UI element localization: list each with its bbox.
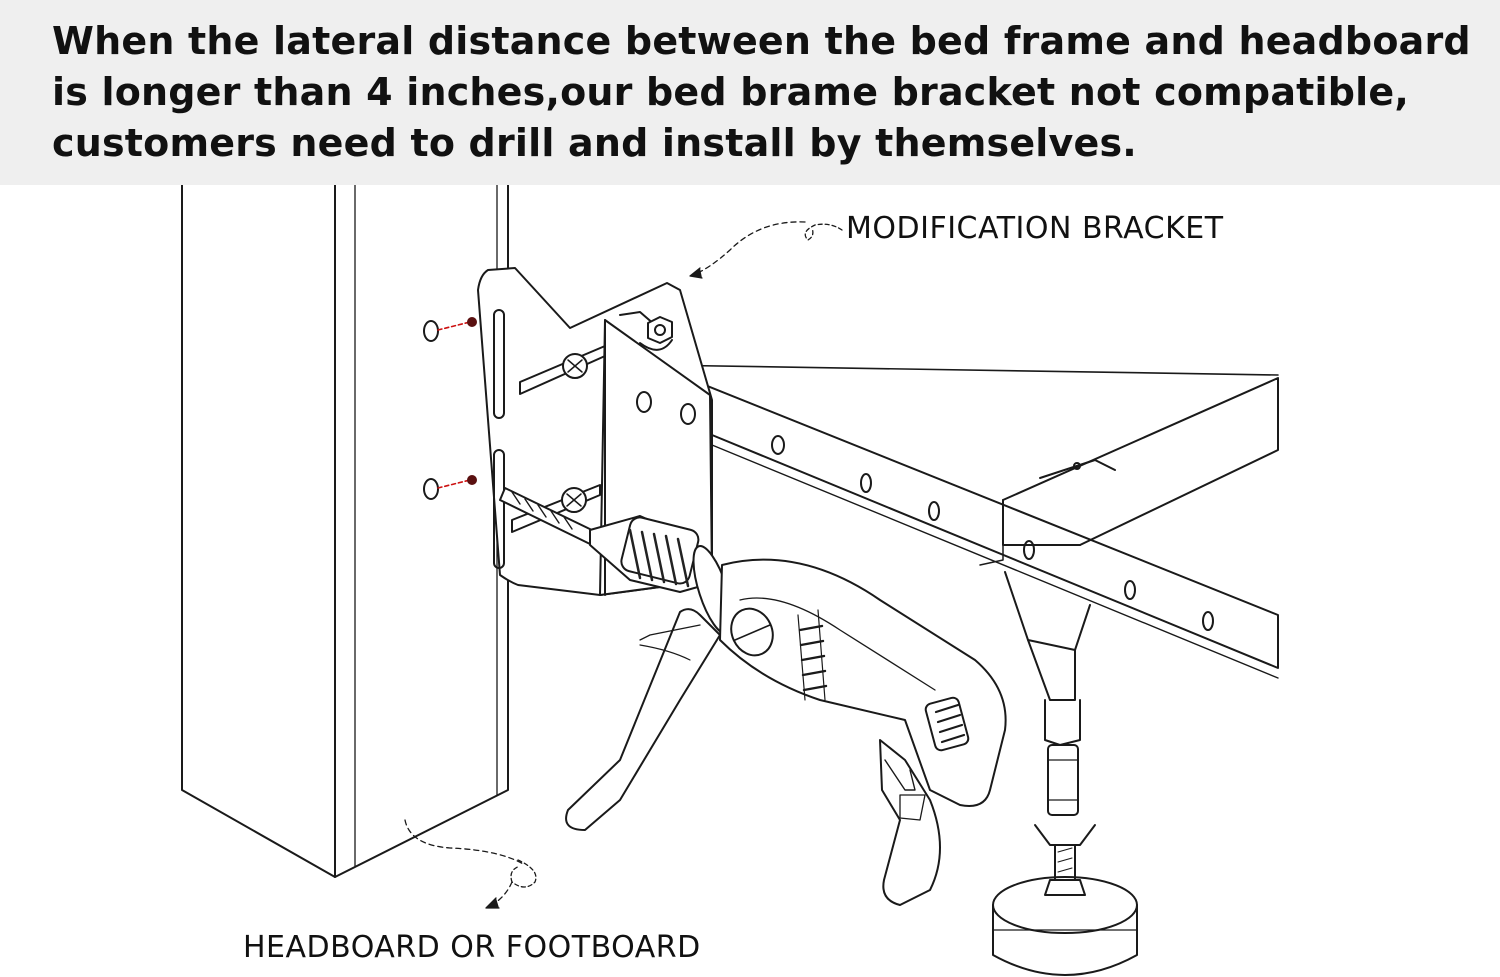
instruction-line-2: is longer than 4 inches,our bed brame br… <box>52 70 1409 114</box>
hex-nut-icon <box>639 316 673 351</box>
rail-hole <box>928 501 940 521</box>
rail-hole <box>860 473 872 493</box>
label-headboard-footboard: HEADBOARD OR FOOTBOARD <box>243 930 701 965</box>
screw-icon <box>561 487 587 513</box>
instruction-line-3: customers need to drill and install by t… <box>52 121 1137 165</box>
pilot-hole-marks <box>423 317 477 500</box>
bracket-hole <box>636 391 652 413</box>
instruction-line-1: When the lateral distance between the be… <box>52 19 1471 63</box>
label-modification-bracket: MODIFICATION BRACKET <box>846 211 1224 246</box>
instruction-text: When the lateral distance between the be… <box>52 16 1472 169</box>
bracket-hole <box>680 403 696 425</box>
header-banner: When the lateral distance between the be… <box>0 0 1500 185</box>
drill-icon <box>499 487 1007 906</box>
headboard-post <box>181 185 509 878</box>
rail-hole <box>771 435 785 455</box>
leg-foot <box>992 876 1138 934</box>
installation-illustration <box>181 185 1279 976</box>
rail-hole <box>1202 611 1214 631</box>
callout-leader-bracket <box>689 221 843 279</box>
screw-icon <box>562 353 588 379</box>
cross-support <box>979 377 1279 566</box>
support-leg <box>992 571 1138 976</box>
rail-hole <box>1124 580 1136 600</box>
rail-hole <box>1023 540 1035 560</box>
callout-leader-board <box>404 819 537 909</box>
